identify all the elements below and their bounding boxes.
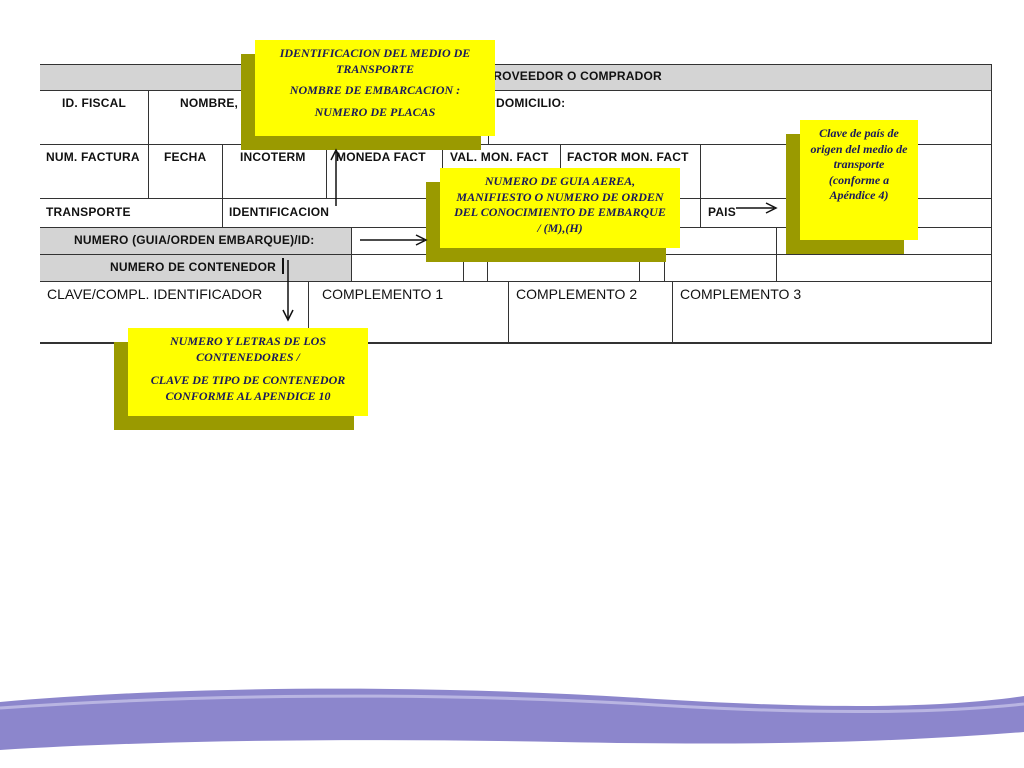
- factor-mon-label: FACTOR MON. FACT: [567, 150, 689, 164]
- header-label: PROVEEDOR O COMPRADOR: [485, 69, 662, 83]
- callout-identificacion-line1: IDENTIFICACION DEL MEDIO DE TRANSPORTE: [279, 46, 471, 76]
- val-mon-label: VAL. MON. FACT: [450, 150, 549, 164]
- domicilio-label: DOMICILIO:: [496, 96, 566, 110]
- callout-pais: Clave de país de origen del medio de tra…: [800, 120, 918, 240]
- callout-contenedor-line1: NUMERO Y LETRAS DE LOS CONTENEDORES /: [169, 334, 327, 364]
- num-factura-label: NUM. FACTURA: [46, 150, 140, 164]
- numero-guia-label: NUMERO (GUIA/ORDEN EMBARQUE)/ID:: [74, 233, 315, 247]
- complemento-2-label: COMPLEMENTO 2: [516, 286, 638, 302]
- clave-label: CLAVE/COMPL. IDENTIFICADOR: [47, 286, 263, 302]
- callout-contenedor-line2: CLAVE DE TIPO DE CONTENEDOR CONFORME AL …: [150, 373, 346, 403]
- contenedor-band: [40, 254, 351, 281]
- callout-guia: NUMERO DE GUIA AEREA, MANIFIESTO O NUMER…: [440, 168, 680, 248]
- complemento-1-label: COMPLEMENTO 1: [322, 286, 444, 302]
- numero-contenedor-label: NUMERO DE CONTENEDOR: [110, 260, 277, 274]
- guia-band: [40, 227, 351, 254]
- moneda-label: MONEDA FACT: [336, 150, 426, 164]
- footer-wave: [0, 688, 1024, 750]
- incoterm-label: INCOTERM: [240, 150, 306, 164]
- callout-identificacion-line3: NUMERO DE PLACAS: [314, 104, 436, 119]
- id-fiscal-label: ID. FISCAL: [62, 96, 126, 110]
- pais-label: PAIS: [708, 205, 736, 219]
- header-band: [40, 64, 992, 90]
- callout-identificacion: IDENTIFICACION DEL MEDIO DE TRANSPORTE N…: [255, 40, 495, 136]
- callout-identificacion-line2: NOMBRE DE EMBARCACION :: [289, 83, 461, 98]
- fecha-label: FECHA: [164, 150, 207, 164]
- identificacion-label: IDENTIFICACION: [229, 205, 330, 219]
- callout-guia-text: NUMERO DE GUIA AEREA, MANIFIESTO O NUMER…: [454, 174, 666, 235]
- complemento-3-label: COMPLEMENTO 3: [680, 286, 802, 302]
- callout-pais-text: Clave de país de origen del medio de tra…: [810, 126, 908, 203]
- callout-contenedor: NUMERO Y LETRAS DE LOS CONTENEDORES / CL…: [128, 328, 368, 416]
- transporte-label: TRANSPORTE: [46, 205, 131, 219]
